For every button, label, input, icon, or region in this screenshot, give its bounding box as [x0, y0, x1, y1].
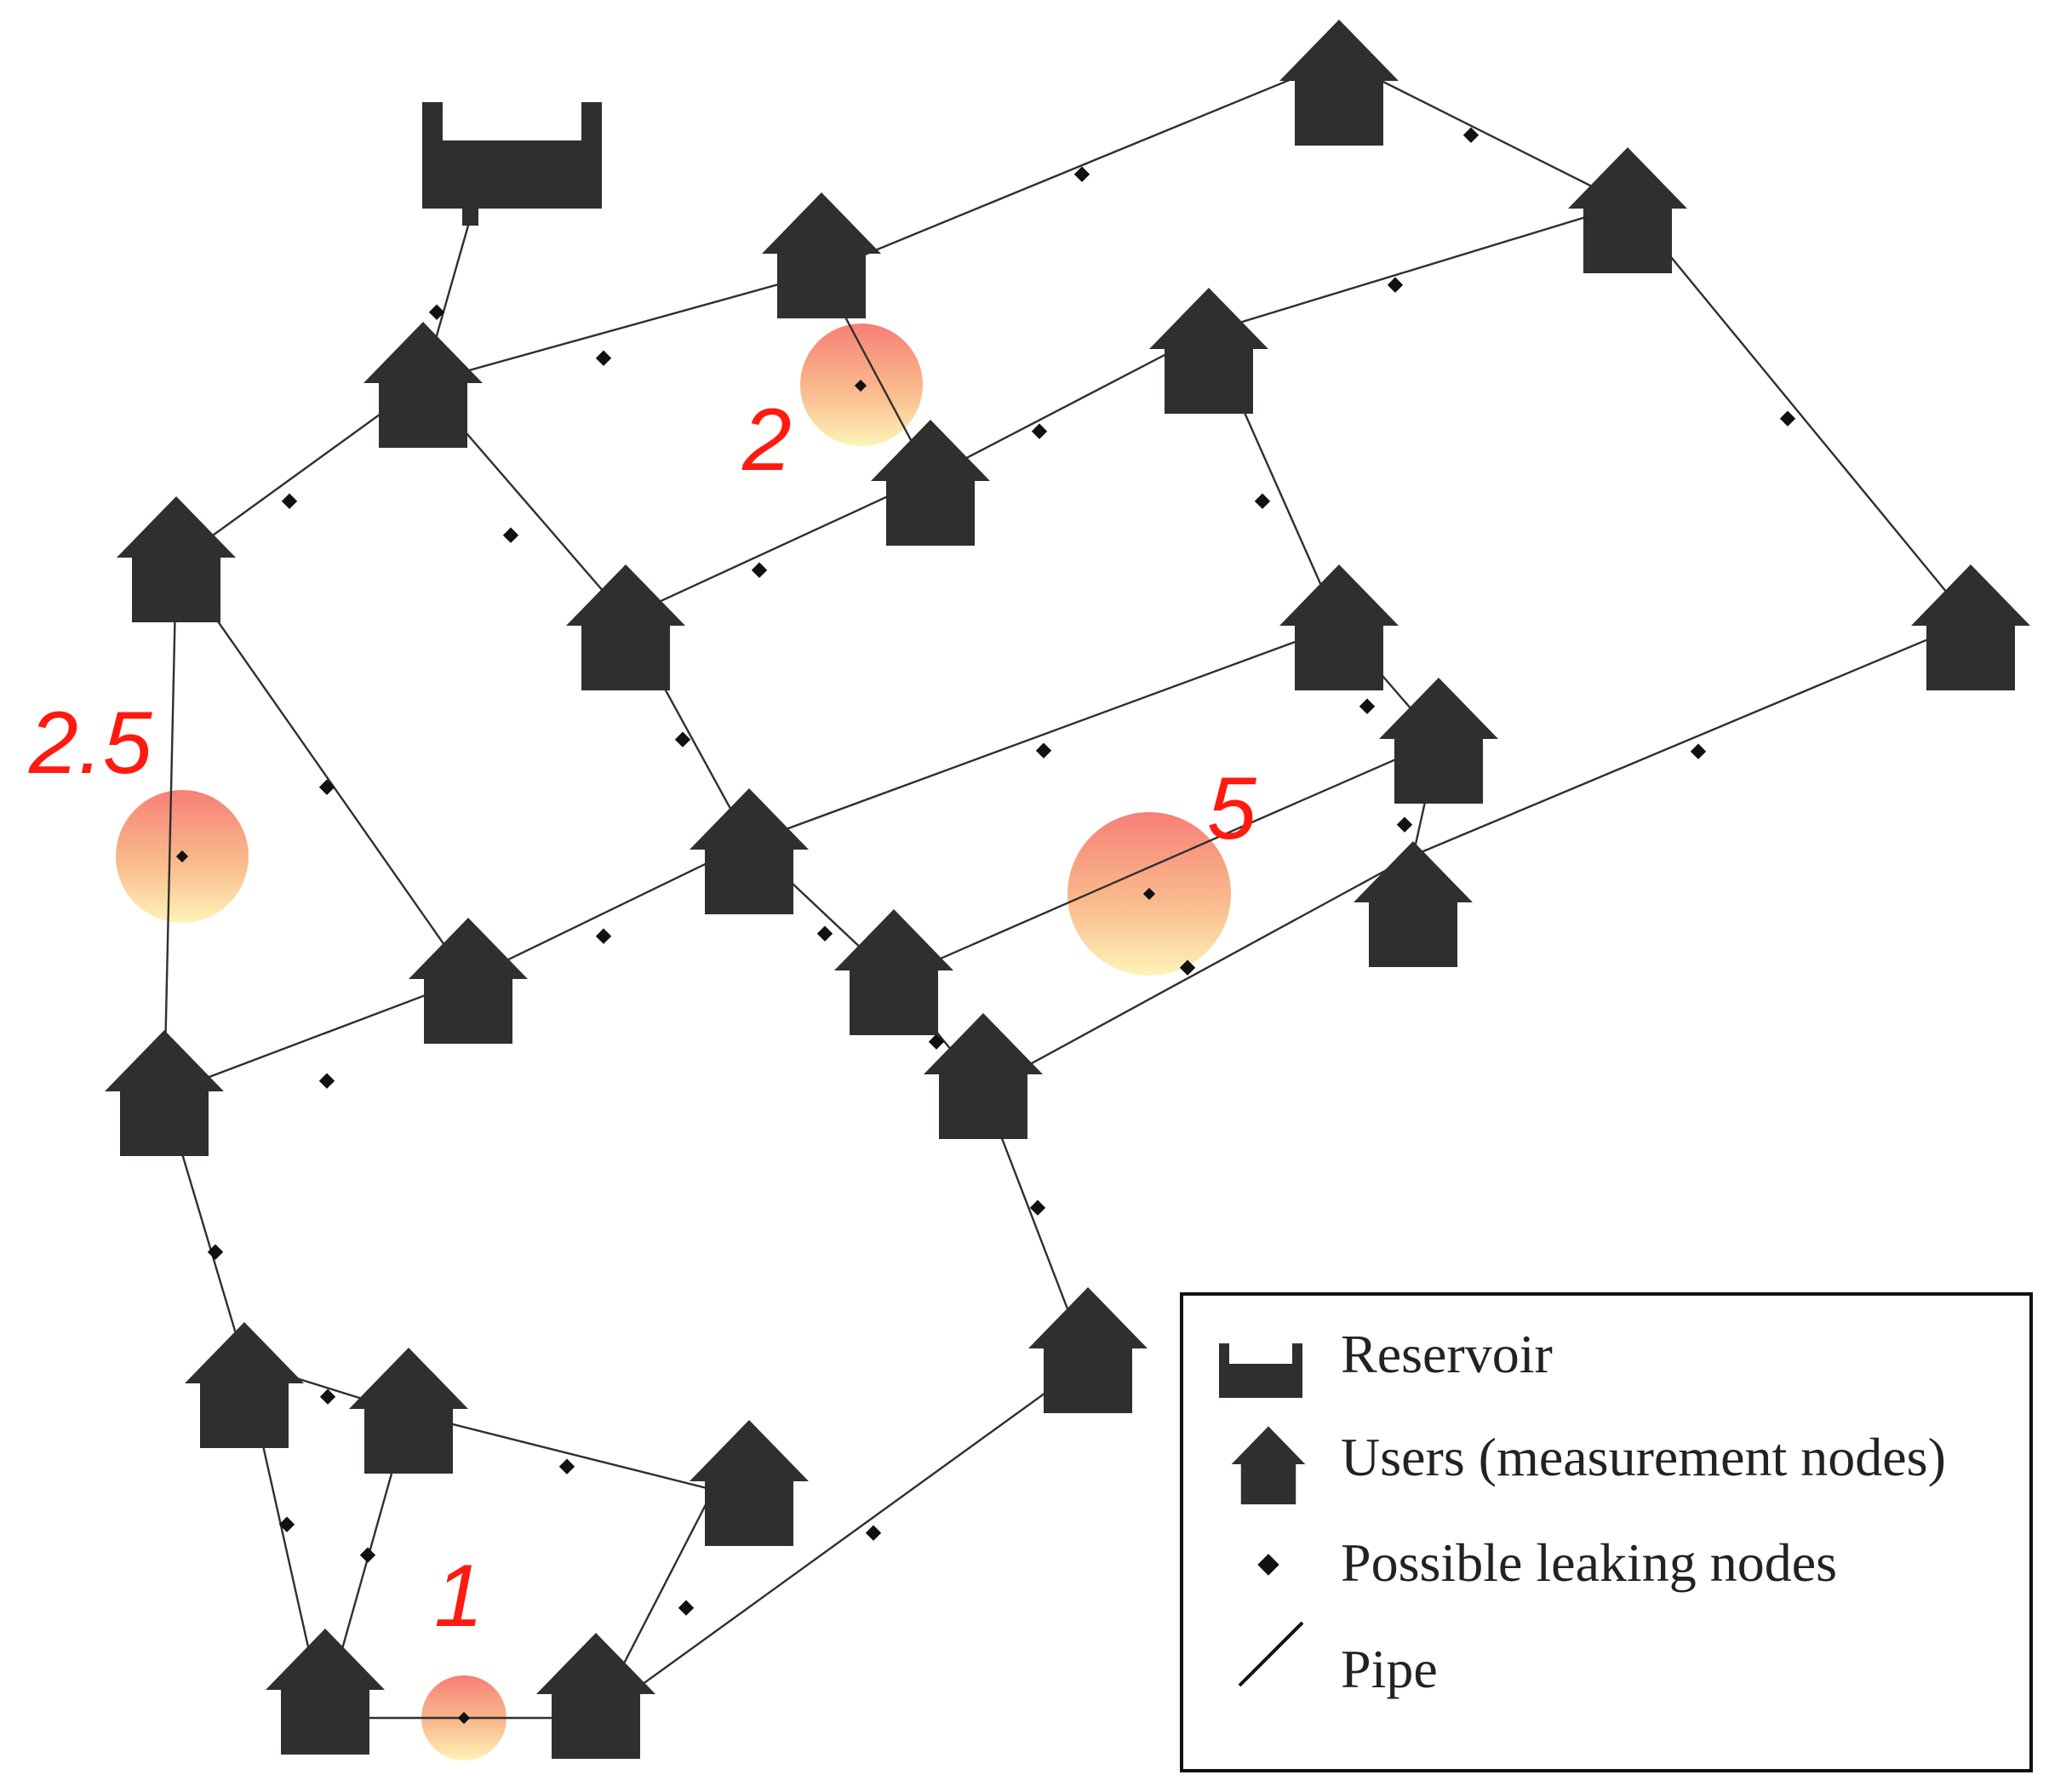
leak-node: [1387, 277, 1404, 293]
pipe: [821, 58, 1340, 274]
house-icon: [762, 192, 881, 318]
leak-node: [502, 527, 519, 543]
house-icon: [105, 1030, 224, 1156]
leak-node: [1031, 423, 1048, 439]
house-icon: [1354, 841, 1473, 967]
leak-node: [1142, 887, 1156, 901]
leak-highlights: [116, 323, 1231, 1761]
leak-node: [678, 1600, 695, 1616]
house-icon: [409, 918, 528, 1044]
house-icon: [834, 909, 953, 1035]
pipe: [748, 624, 1340, 844]
house-icon: [566, 564, 685, 690]
legend-label-pipe: Pipe: [1341, 1639, 1438, 1699]
leak-node: [281, 493, 298, 509]
leak-label-1: 1: [434, 1547, 484, 1646]
pipe: [163, 561, 178, 1095]
pipe: [408, 1411, 714, 1491]
leak-node: [854, 379, 867, 392]
house-icon: [924, 1013, 1043, 1139]
pipe-icon: [1238, 1621, 1304, 1687]
house-icon: [1279, 20, 1399, 146]
leak-node: [1073, 166, 1090, 182]
reservoir-icon: [422, 102, 602, 226]
leak-node: [319, 1388, 336, 1405]
leak-node: [457, 1711, 471, 1725]
house-icon: [185, 1322, 304, 1448]
pipe: [422, 271, 822, 385]
house-icon: [1149, 288, 1268, 414]
house-icon: [363, 322, 483, 448]
leak-node: [1779, 410, 1796, 427]
leak-node: [816, 925, 833, 942]
legend-label-reservoir: Reservoir: [1341, 1324, 1553, 1384]
leak-node: [318, 779, 335, 795]
pipe: [1338, 58, 1628, 206]
legend-label-users: Users (measurement nodes): [1341, 1427, 1946, 1487]
leak-node: [1029, 1199, 1046, 1216]
house-icon: [690, 788, 809, 914]
pipe: [595, 1361, 1089, 1719]
leak-node: [558, 1458, 575, 1474]
leak-labels: 2 2.5 5 1: [28, 391, 1257, 1646]
legend-label-leaking: Possible leaking nodes: [1341, 1532, 1837, 1593]
leak-label-2: 2: [741, 391, 792, 490]
house-icon: [349, 1348, 468, 1474]
house-icon: [1568, 147, 1687, 273]
reservoir: [422, 102, 602, 226]
leak-node: [1254, 493, 1271, 509]
pipe: [175, 561, 469, 980]
house-icon: [690, 1420, 809, 1546]
house-icon: [1379, 678, 1498, 804]
leak-node: [595, 928, 612, 944]
pipe: [982, 854, 1414, 1091]
leak-node: [1359, 698, 1376, 714]
leak-node: [674, 731, 691, 747]
house-icon: [1028, 1287, 1148, 1413]
leak-node: [359, 1547, 376, 1563]
house-icon: [1279, 564, 1399, 690]
house-icon: [266, 1629, 385, 1755]
leak-node: [751, 562, 768, 578]
reservoir-icon: [1219, 1343, 1302, 1398]
leak-node: [1035, 742, 1052, 759]
house-icon: [117, 496, 236, 622]
leak-node: [595, 350, 612, 366]
pipe: [930, 330, 1210, 478]
pipe: [893, 739, 1439, 981]
pipe: [1412, 620, 1972, 857]
leak-node: [928, 1033, 945, 1050]
pipe: [625, 475, 931, 619]
pipe: [163, 977, 469, 1096]
house-icon: [1231, 1426, 1306, 1505]
leak-node: [1179, 959, 1196, 976]
leak-node: [175, 850, 189, 863]
legend: Reservoir Users (measurement nodes) Poss…: [1180, 1292, 2033, 1772]
leak-node: [865, 1525, 882, 1541]
leak-node: [1462, 127, 1480, 143]
leaking-nodes: [175, 127, 1796, 1725]
house-icon: [1911, 564, 2030, 690]
house-icon: [536, 1633, 655, 1759]
leak-node: [1396, 816, 1413, 833]
pipe: [1208, 203, 1628, 334]
leak-label-2-5: 2.5: [28, 694, 153, 793]
legend-box: [1180, 1292, 2033, 1772]
leak-node: [428, 304, 445, 320]
leak-node: [318, 1073, 335, 1089]
pipe: [467, 841, 750, 981]
leak-label-5: 5: [1207, 759, 1257, 858]
pipe: [1627, 203, 1972, 622]
leak-node: [1690, 743, 1707, 759]
